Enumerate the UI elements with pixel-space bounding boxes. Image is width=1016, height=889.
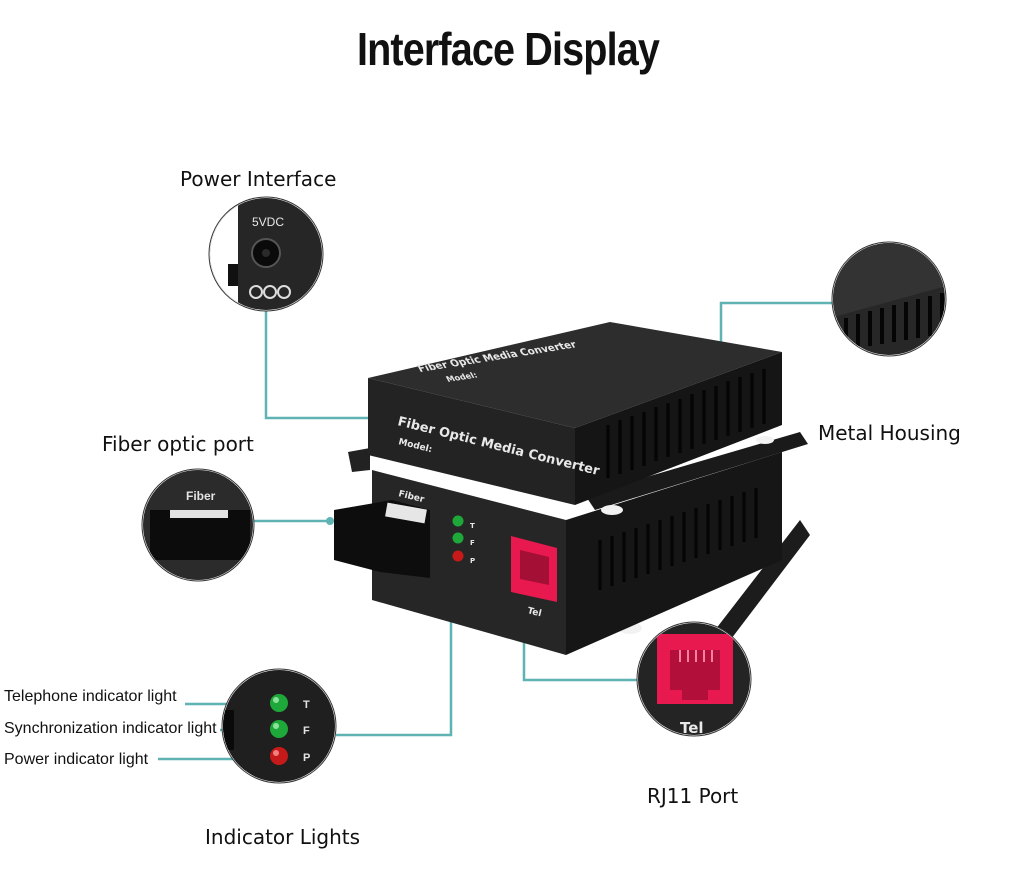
lid-model: Model: [444,370,479,384]
zoom-led-p: P [303,752,310,764]
zoom-indicator-lights: T F P [221,668,337,784]
top-flange-right [585,432,808,510]
device-led-f: F [470,539,475,547]
media-converter-stack: Fiber Optic Media Converter Model: Fiber… [334,322,810,680]
zoom-led-f: F [303,725,310,737]
telephone-indicator-label: Telephone indicator light [4,688,177,705]
power-indicator-label: Power indicator light [4,751,149,768]
indicator-lights-label: Indicator Lights [205,825,361,849]
fiber-optic-port-label: Fiber optic port [102,432,254,456]
metal-housing-label: Metal Housing [818,421,961,445]
leader-power [264,310,382,420]
bottom-unit-side [566,452,782,655]
zoom-rj11-port: Tel [636,621,752,737]
page-title: Interface Display [356,23,660,75]
zoom-power-interface: 5VDC [208,196,324,312]
rj11-port-label: RJ11 Port [647,784,739,808]
device-tel-text: Tel [526,606,542,619]
zoom-fiber-text: Fiber [186,489,216,503]
zoom-power-voltage: 5VDC [252,215,284,229]
top-unit-front [368,378,575,505]
zoom-metal-housing [831,241,947,357]
top-unit-lid [368,322,782,428]
device-led-t: T [470,522,475,530]
zoom-led-t: T [303,699,310,711]
device-leds [452,515,464,562]
leader-housing [719,301,834,358]
bottom-flange-left [348,448,370,472]
bottom-unit-vents [598,488,758,590]
zoom-rj11-text: Tel [680,719,704,737]
device-led-p: P [470,557,475,565]
synchronization-indicator-label: Synchronization indicator light [4,720,217,737]
zoom-fiber-port: Fiber [141,468,255,582]
power-interface-label: Power Interface [180,167,337,191]
top-unit-vents [606,369,766,478]
